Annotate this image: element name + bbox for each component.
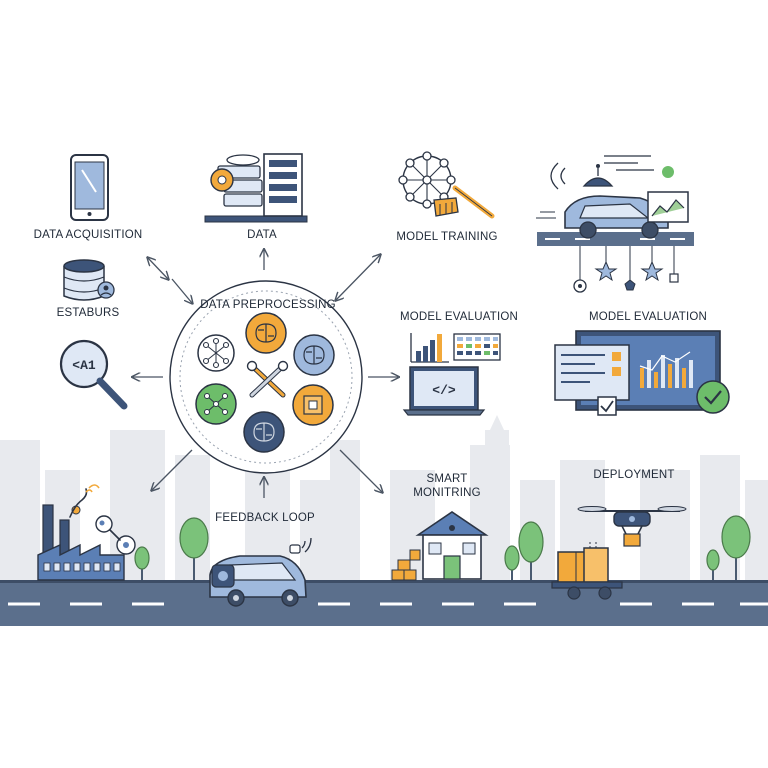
data-table-icon	[453, 333, 501, 361]
database-server-icon	[204, 153, 308, 223]
label-model-training: MODEL TRAINING	[396, 231, 497, 243]
flow-arrows	[133, 250, 398, 498]
brain-icon	[293, 334, 335, 376]
autonomous-car-icon	[209, 537, 312, 607]
arrow-to-hub-topleft	[171, 278, 192, 303]
factory-icon	[37, 484, 136, 581]
label-model-evaluation-right: MODEL EVALUATION	[589, 311, 707, 323]
brain-icon	[245, 312, 287, 354]
label-data-acquisition: DATA ACQUISITION	[34, 229, 143, 241]
road	[0, 580, 768, 626]
label-deployment: DEPLOYMENT	[593, 469, 674, 481]
connected-car-scene	[536, 155, 694, 293]
network-icon	[195, 383, 237, 425]
delivery-cart-icon	[551, 542, 623, 600]
drone-icon	[577, 506, 687, 547]
network-icon	[197, 334, 235, 372]
trees	[134, 515, 751, 580]
magnifier-text: <A1	[72, 358, 96, 373]
model-training-icon	[398, 151, 495, 219]
label-monitoring: MONITRING	[413, 487, 481, 499]
magnifier-icon: <A1	[59, 339, 128, 410]
arrow-to-training	[336, 255, 380, 300]
labels: DATA ACQUISITION DATA MODEL TRAINING EST…	[34, 229, 707, 524]
label-data: DATA	[247, 229, 277, 241]
label-estaburs: ESTABURS	[57, 307, 120, 319]
arrow-to-acquisition	[148, 258, 168, 279]
smartphone-icon	[70, 154, 109, 221]
code-text: </>	[432, 383, 456, 398]
wrench-icon	[246, 360, 289, 398]
smart-house-icon	[391, 511, 489, 581]
dashboard-icon	[554, 330, 730, 416]
chip-icon	[292, 384, 334, 426]
arrow-to-monitoring	[339, 449, 382, 492]
label-feedback-loop: FEEDBACK LOOP	[215, 512, 315, 524]
bar-chart-icon	[410, 333, 449, 363]
label-model-evaluation-center: MODEL EVALUATION	[400, 311, 518, 323]
label-smart: SMART	[426, 473, 467, 485]
brain-icon	[243, 411, 285, 453]
label-data-preprocessing: DATA PREPROCESSING	[200, 299, 335, 311]
database-icon	[63, 259, 115, 301]
arrow-to-factory	[152, 449, 193, 490]
laptop-icon: </>	[402, 366, 486, 416]
